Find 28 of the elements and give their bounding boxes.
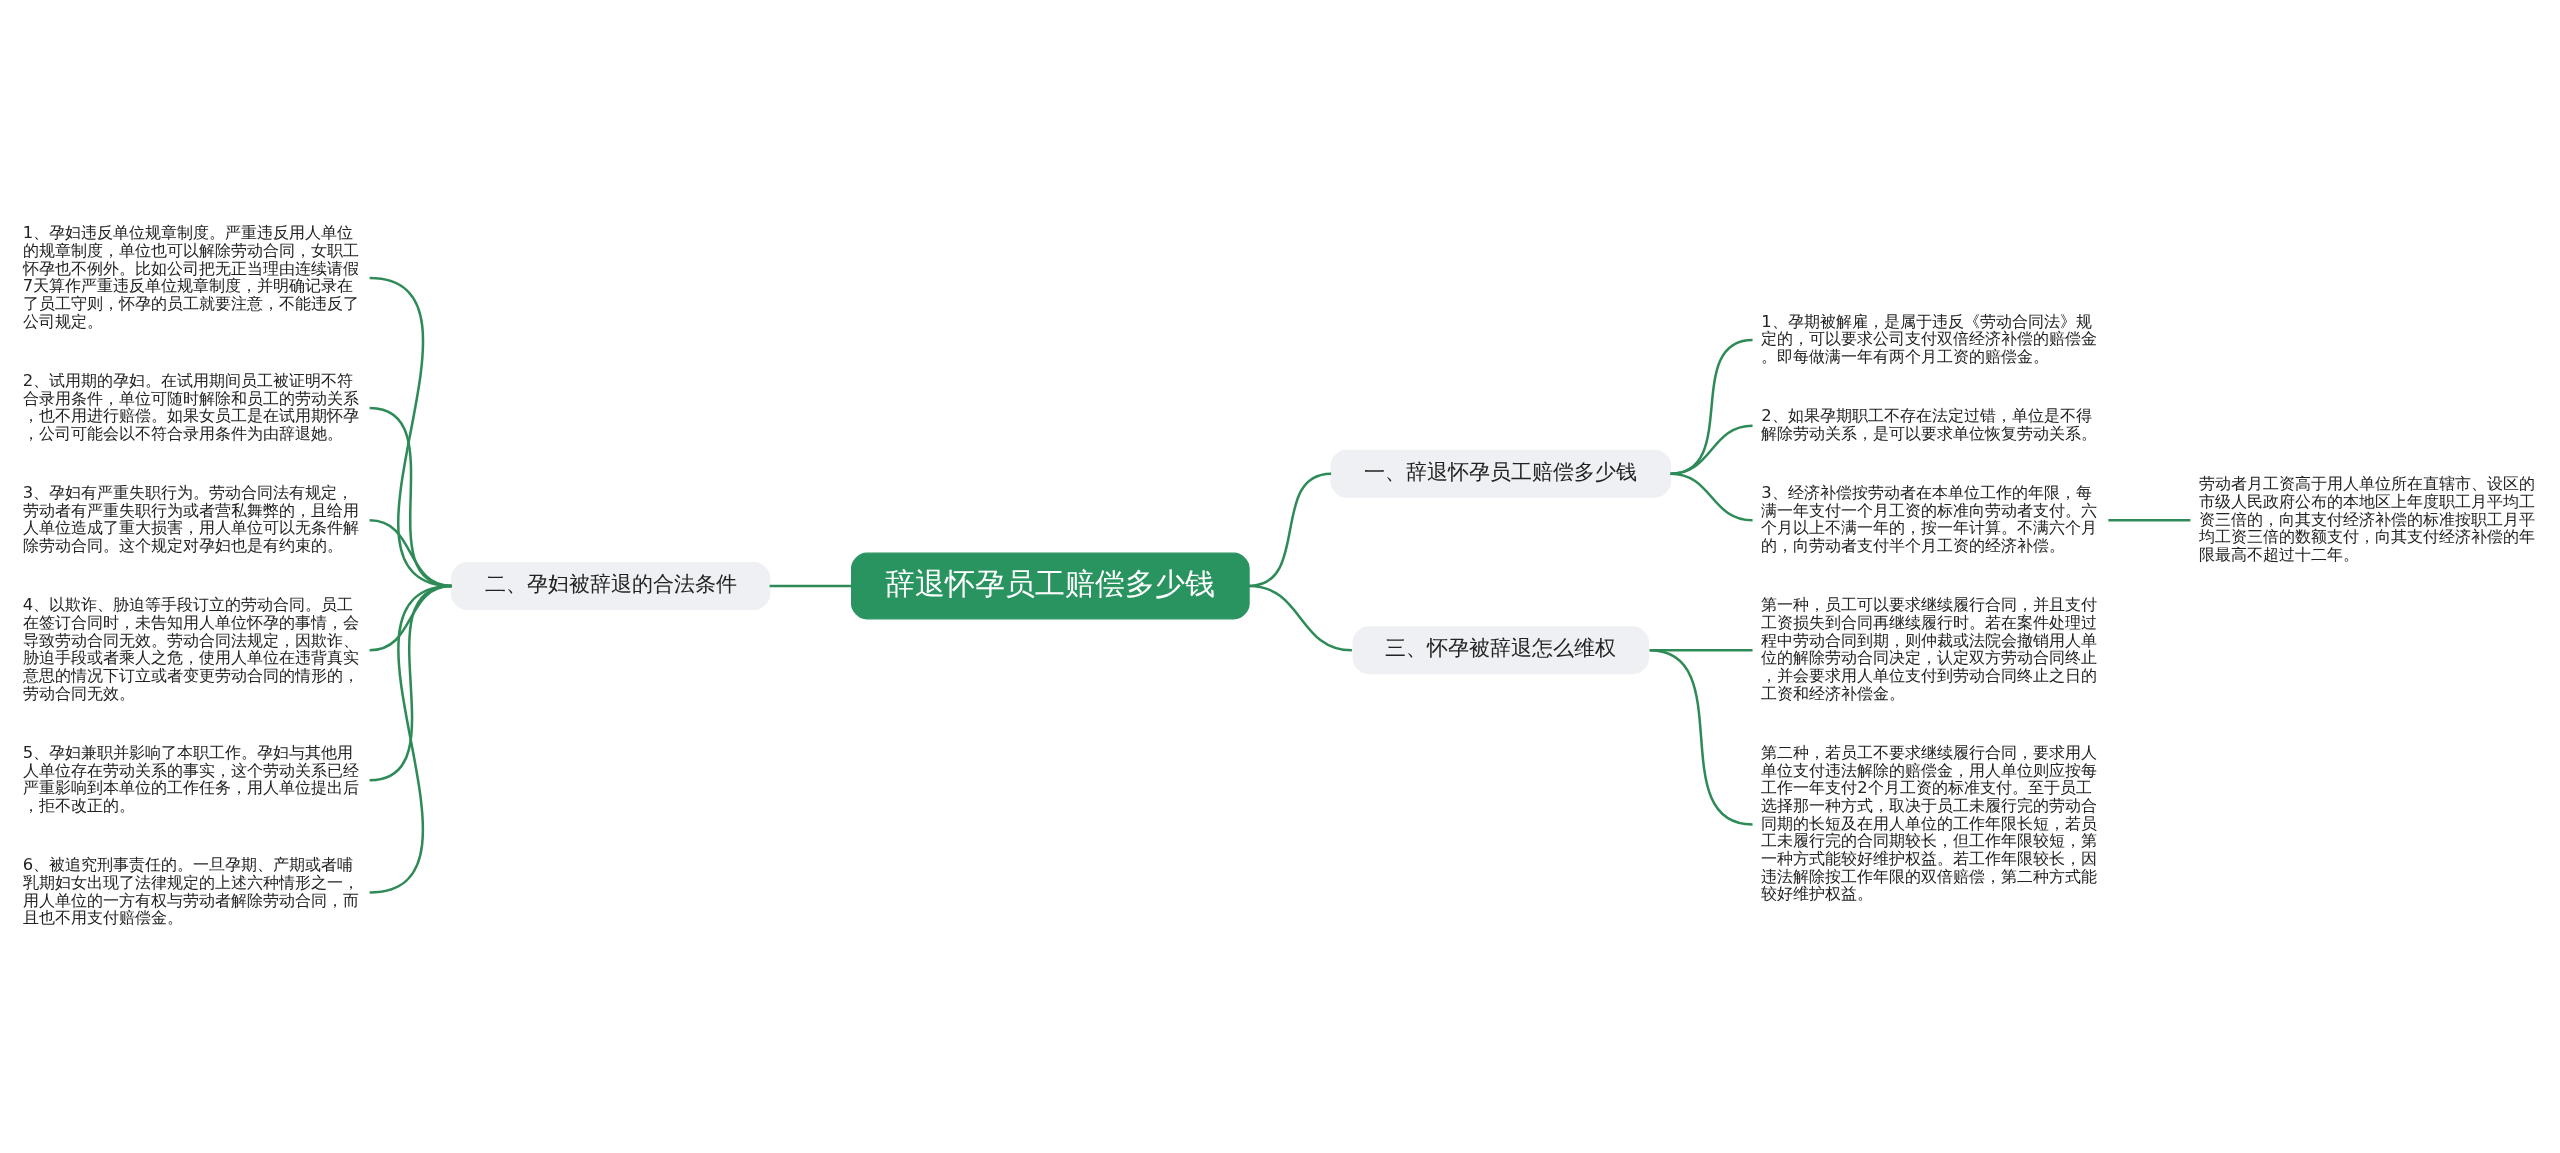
connector <box>2108 519 2191 522</box>
node-text: 3、孕妇有严重失职行为。劳动合同法有规定，劳动者有严重失职行为或者营私舞弊的，且给用人单位造成了重大损害，用人单位可以无条件解除劳动合同。这个规定对孕妇也是有约束的。 <box>22 483 359 556</box>
node-box: 一、辞退怀孕员工赔偿多少钱 <box>1330 449 1672 498</box>
connector <box>769 584 852 588</box>
node-text: 4、以欺诈、胁迫等手段订立的劳动合同。员工在签订合同时，未告知用人单位怀孕的事情，会导致劳动合同无效。劳动合同法规定，因欺诈、胁迫手段或者乘人之危，使用人单位在违背真实意思的情况下订立或者变更劳动合同的情形的，劳动合同无效。 <box>22 595 359 703</box>
node-text: 第一种，员工可以要求继续履行合同，并且支付工资损失到合同再继续履行时。若在案件处理过程中劳动合同到期，则仲裁或法院会撤销用人单位的解除劳动合同决定，认定双方劳动合同终止，并会要求用人单位支付到劳动合同终止之日的工资和经济补偿金。 <box>1761 595 2098 703</box>
connector <box>1670 472 1753 522</box>
connector <box>1670 338 1753 475</box>
connector <box>1649 649 1753 826</box>
node-text: 第二种，若员工不要求继续履行合同，要求用人单位支付违法解除的赔偿金，用人单位则应按每工作一年支付2个月工资的标准支付。至于员工选择那一种方式，取决于员工未履行完的劳动合同期的长短及在用人单位的工作年限长短，若员工未履行完的合同期较长，但工作年限较短，第一种方式能较好维护权益。若工作年限较长，因违法解除按工作年限的双倍赔偿，第二种方式能较好维护权益。 <box>1761 743 2098 904</box>
node-text: 6、被追究刑事责任的。一旦孕期、产期或者哺乳期妇女出现了法律规定的上述六种情形之一，用人单位的一方有权与劳动者解除劳动合同，而且也不用支付赔偿金。 <box>22 855 359 928</box>
connector <box>369 519 452 588</box>
connector <box>1670 424 1753 475</box>
node-text: 5、孕妇兼职并影响了本职工作。孕妇与其他用人单位存在劳动关系的事实，这个劳动关系已经严重影响到本单位的工作任务，用人单位提出后，拒不改正的。 <box>22 743 359 816</box>
node-box: 三、怀孕被辞退怎么维权 <box>1352 626 1650 675</box>
node-text: 3、经济补偿按劳动者在本单位工作的年限，每满一年支付一个月工资的标准向劳动者支付。六个月以上不满一年的，按一年计算。不满六个月的，向劳动者支付半个月工资的经济补偿。 <box>1761 483 2098 556</box>
node-text: 2、如果孕期职工不存在法定过错，单位是不得解除劳动关系，是可以要求单位恢复劳动关系。 <box>1761 406 2098 443</box>
node-box: 辞退怀孕员工赔偿多少钱 <box>851 552 1250 620</box>
node-text: 1、孕妇违反单位规章制度。严重违反用人单位的规章制度，单位也可以解除劳动合同，女职工怀孕也不例外。比如公司把无正当理由连续请假7天算作严重违反单位规章制度，并明确记录在了员工守则，怀孕的员工就要注意，不能违反了公司规定。 <box>22 223 359 331</box>
node-text: 1、孕期被解雇，是属于违反《劳动合同法》规定的，可以要求公司支付双倍经济补偿的赔偿金。即每做满一年有两个月工资的赔偿金。 <box>1761 311 2098 366</box>
connector <box>369 276 452 588</box>
connector <box>1248 472 1332 588</box>
connector <box>1248 584 1353 652</box>
connector <box>369 584 452 894</box>
node-text: 劳动者月工资高于用人单位所在直辖市、设区的市级人民政府公布的本地区上年度职工月平均工资三倍的，向其支付经济补偿的标准按职工月平均工资三倍的数额支付，向其支付经济补偿的年限最高不超过十二年。 <box>2199 474 2536 564</box>
connector <box>369 406 452 588</box>
node-text: 2、试用期的孕妇。在试用期间员工被证明不符合录用条件，单位可随时解除和员工的劳动关系，也不用进行赔偿。如果女员工是在试用期怀孕，公司可能会以不符合录用条件为由辞退她。 <box>22 370 359 443</box>
node-box: 二、孕妇被辞退的合法条件 <box>451 562 771 610</box>
